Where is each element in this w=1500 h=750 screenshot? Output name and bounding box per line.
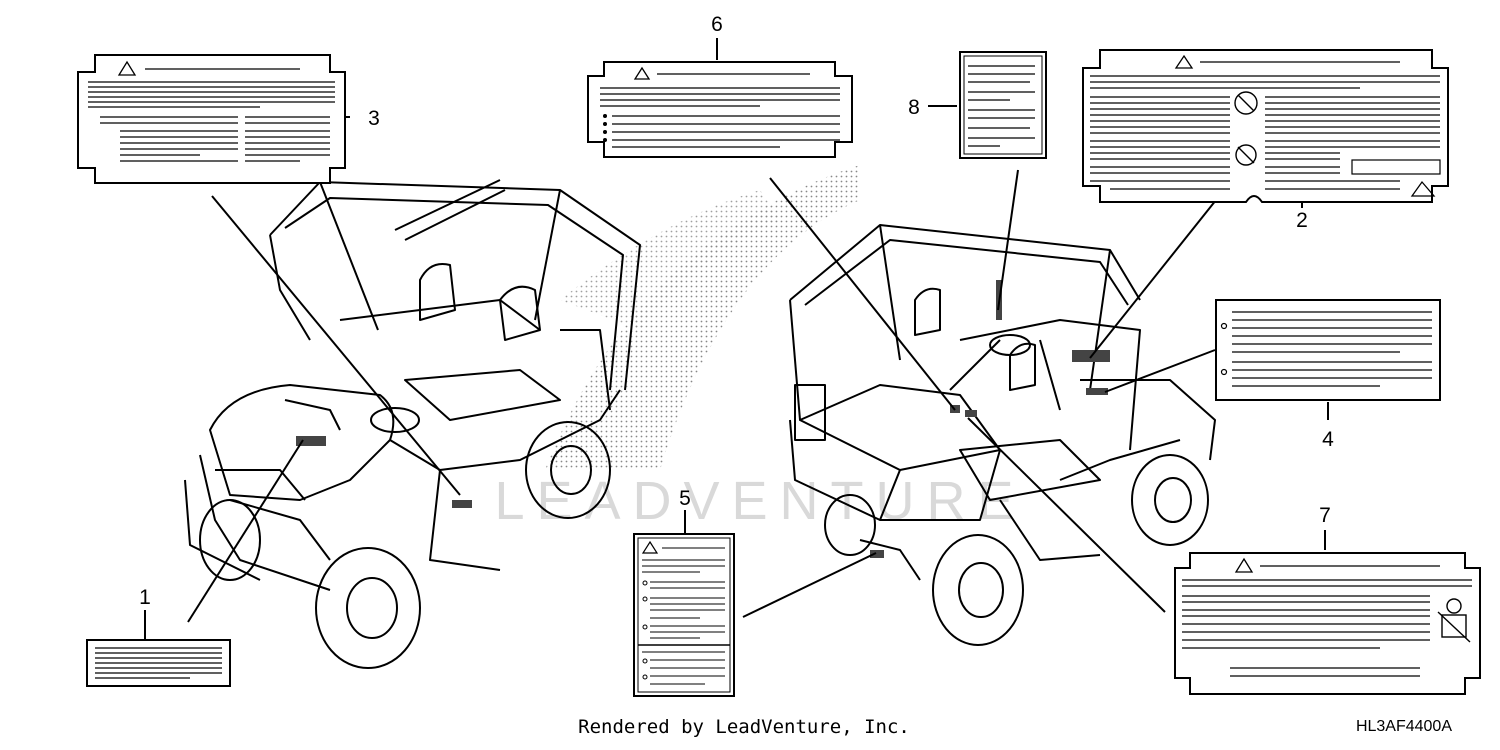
left-vehicle: [184, 179, 641, 669]
callout-7: 7: [1319, 504, 1331, 527]
warning-triangle-icon: [1234, 557, 1254, 573]
right-vehicle: [789, 224, 1216, 646]
callout-8: 8: [908, 96, 920, 119]
no-passenger-icon: [1235, 144, 1257, 166]
diagram-code: HL3AF4400A: [1355, 718, 1452, 735]
halftone-logo: [545, 165, 860, 470]
callout-6: 6: [711, 13, 723, 36]
callout-3: 3: [368, 107, 380, 130]
callout-4: 4: [1322, 428, 1334, 451]
label-8-panel: [959, 51, 1047, 159]
warning-triangle-icon: [641, 540, 659, 554]
label-2-panel: [1082, 49, 1449, 203]
no-helmet-icon: [1234, 91, 1258, 115]
warning-triangle-icon: [1174, 54, 1194, 69]
halftone-logo-2: [560, 190, 780, 330]
warning-triangle-icon: [117, 60, 137, 76]
label-1-panel: [86, 639, 231, 687]
credit-text: Rendered by LeadVenture, Inc.: [578, 716, 910, 738]
label-4-panel: [1215, 299, 1441, 401]
label-6-panel: [587, 61, 853, 158]
callout-1: 1: [139, 586, 151, 609]
label-3-panel: [77, 54, 346, 184]
label-5-panel: [633, 533, 735, 697]
label-7-panel: [1174, 552, 1481, 695]
callout-2: 2: [1296, 209, 1308, 232]
leader-lines: [144, 38, 1329, 640]
callout-5: 5: [679, 487, 691, 510]
seatbelt-icon: [1437, 598, 1471, 643]
warning-triangle-icon: [633, 66, 651, 80]
